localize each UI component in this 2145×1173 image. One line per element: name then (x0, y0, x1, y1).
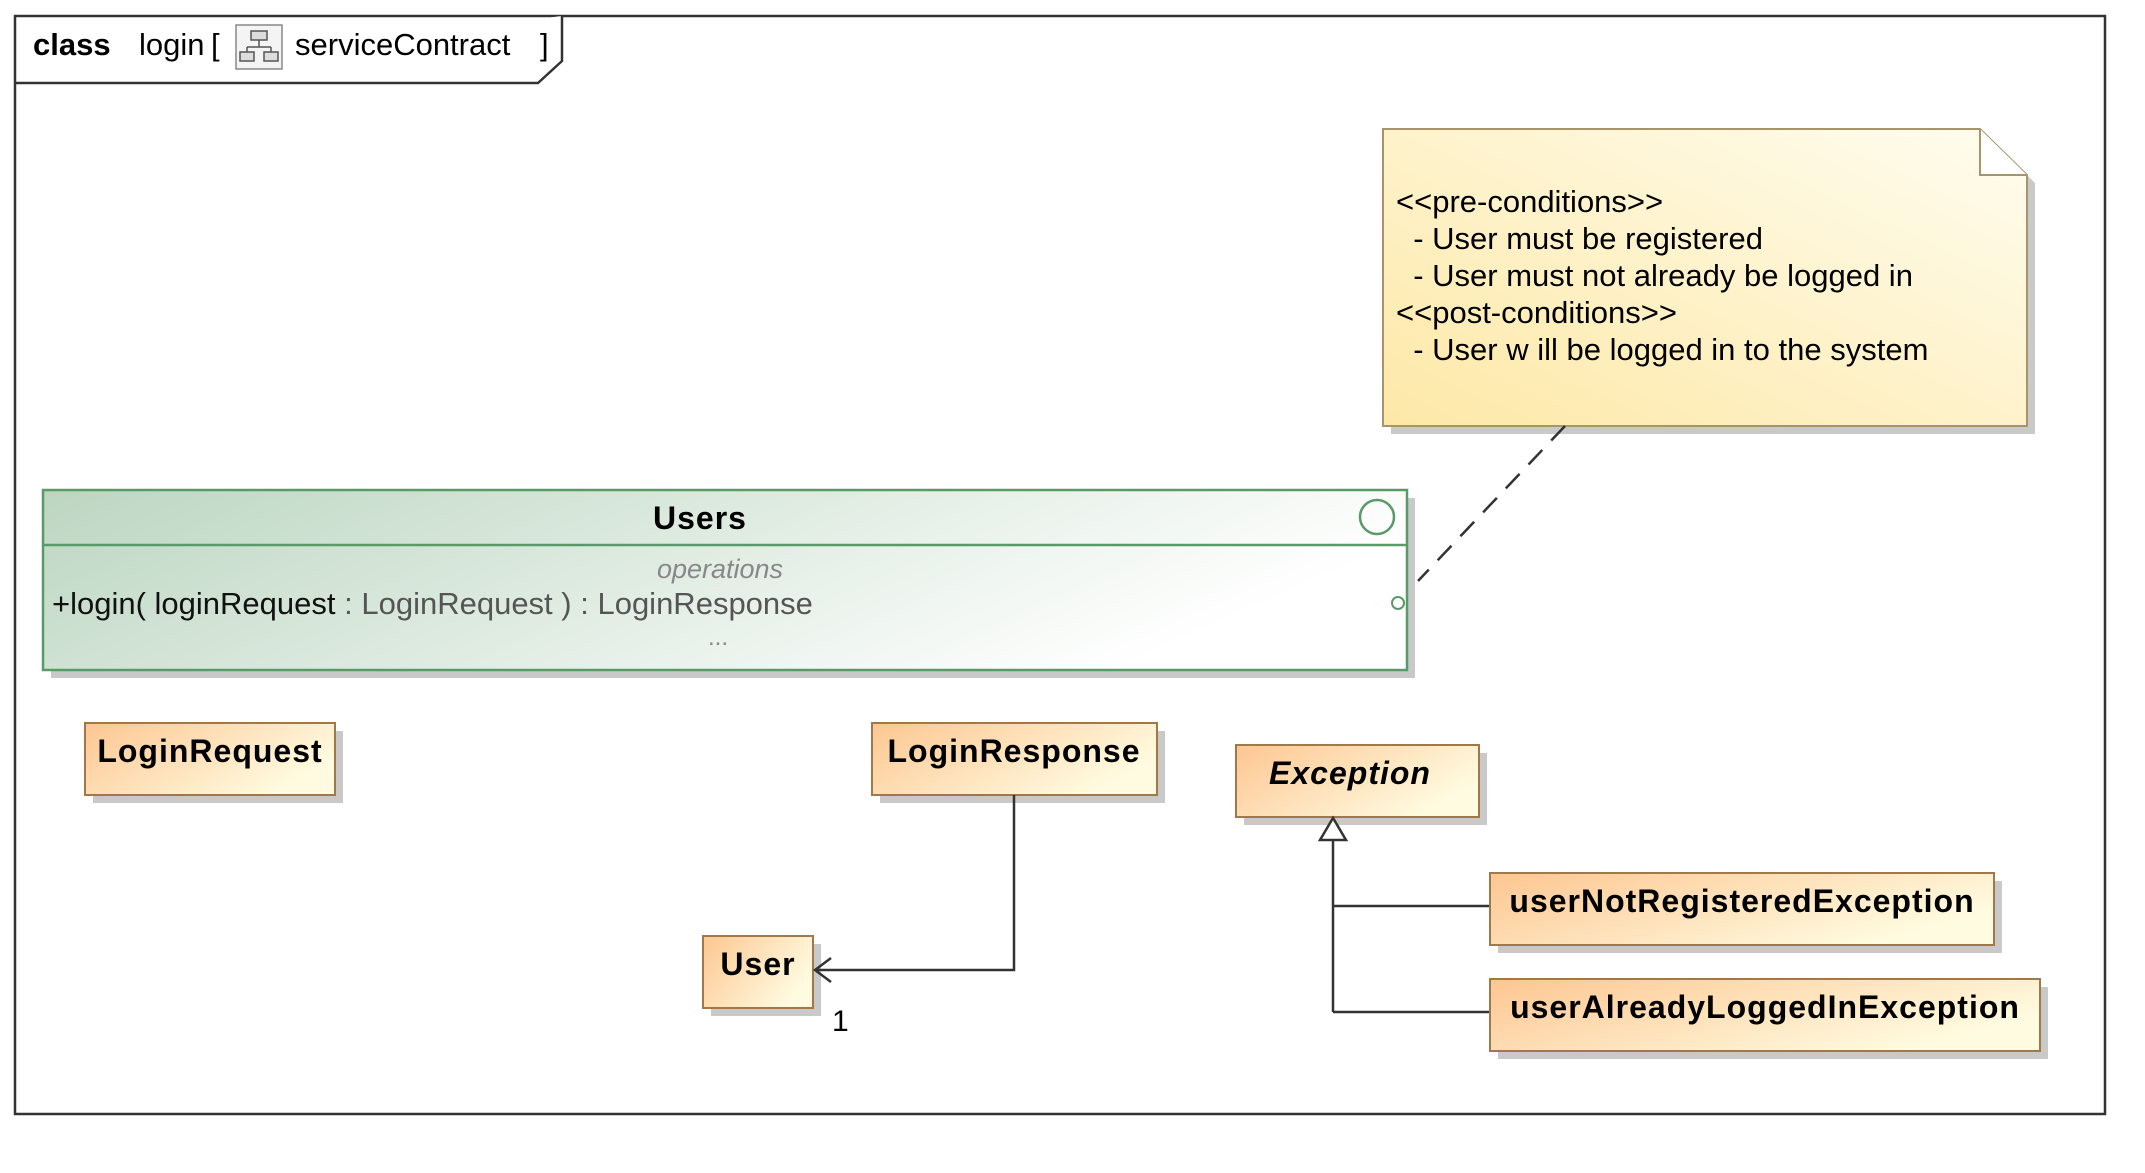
class-exception[interactable]: Exception (1235, 744, 1487, 825)
class-user[interactable]: User (702, 935, 821, 1016)
operation-param-type: LoginRequest (361, 586, 553, 621)
association-line (815, 795, 1016, 972)
frame-header-tab (15, 16, 564, 85)
login-operation[interactable]: +login( loginRequest : LoginRequest ) : … (52, 586, 813, 621)
operation-prefix: +login( (52, 586, 155, 621)
note-line-3: - User must not already be logged in (1396, 258, 1913, 293)
operation-param-name: loginRequest (155, 586, 336, 621)
class-name-login-response: LoginResponse (887, 733, 1140, 769)
compartment-label: operations (657, 554, 783, 584)
class-box (1489, 872, 1995, 946)
association-multiplicity: 1 (832, 1005, 849, 1038)
note-body (1382, 128, 2028, 427)
class-login-request[interactable]: LoginRequest (84, 722, 343, 803)
class-name-user-not-registered-exception: userNotRegisteredException (1509, 883, 1974, 919)
frame-name: login (139, 27, 205, 62)
generalization-line (1331, 840, 1489, 1014)
port-circle-icon (1391, 596, 1405, 610)
class-login-response[interactable]: LoginResponse (871, 722, 1165, 803)
interface-body (41, 488, 1409, 672)
note-anchor-line (1417, 425, 1566, 582)
users-interface[interactable]: Users operations +login( loginRequest : … (41, 488, 1415, 678)
note-corner-fold (1979, 129, 2027, 176)
operations-ellipsis: ... (708, 624, 728, 651)
note-line-1: <<pre-conditions>> (1396, 184, 1663, 219)
class-name-exception: Exception (1269, 755, 1431, 791)
class-name-login-request: LoginRequest (97, 733, 322, 769)
constraint-note[interactable]: <<pre-conditions>> - User must be regist… (1382, 128, 2035, 434)
frame-close-bracket: ] (540, 27, 549, 62)
class-user-not-registered-exception[interactable]: userNotRegisteredException (1489, 872, 2002, 953)
operation-param-sep: : (336, 586, 362, 621)
class-box (871, 722, 1158, 796)
class-user-already-logged-in-exception[interactable]: userAlreadyLoggedInException (1489, 978, 2048, 1059)
note-line-5: - User w ill be logged in to the system (1396, 332, 1928, 367)
interface-circle-icon (1358, 498, 1396, 536)
class-box (84, 722, 336, 796)
note-line-2: - User must be registered (1396, 221, 1763, 256)
generalization-arrowhead (1317, 815, 1349, 842)
class-box (1489, 978, 2041, 1052)
diagram-tree-icon (235, 24, 283, 70)
frame-keyword: class (33, 27, 111, 62)
class-name-user-already-logged-in-exception: userAlreadyLoggedInException (1510, 989, 2020, 1025)
class-box (1235, 744, 1480, 818)
note-line-4: <<post-conditions>> (1396, 295, 1677, 330)
navigability-arrowhead (812, 957, 832, 983)
class-name-user: User (720, 946, 795, 982)
class-box (702, 935, 814, 1009)
frame-diagram-type: serviceContract (295, 27, 511, 62)
interface-name: Users (653, 500, 747, 536)
frame-open-bracket: [ (211, 27, 220, 62)
operation-suffix: ) : LoginResponse (553, 586, 813, 621)
